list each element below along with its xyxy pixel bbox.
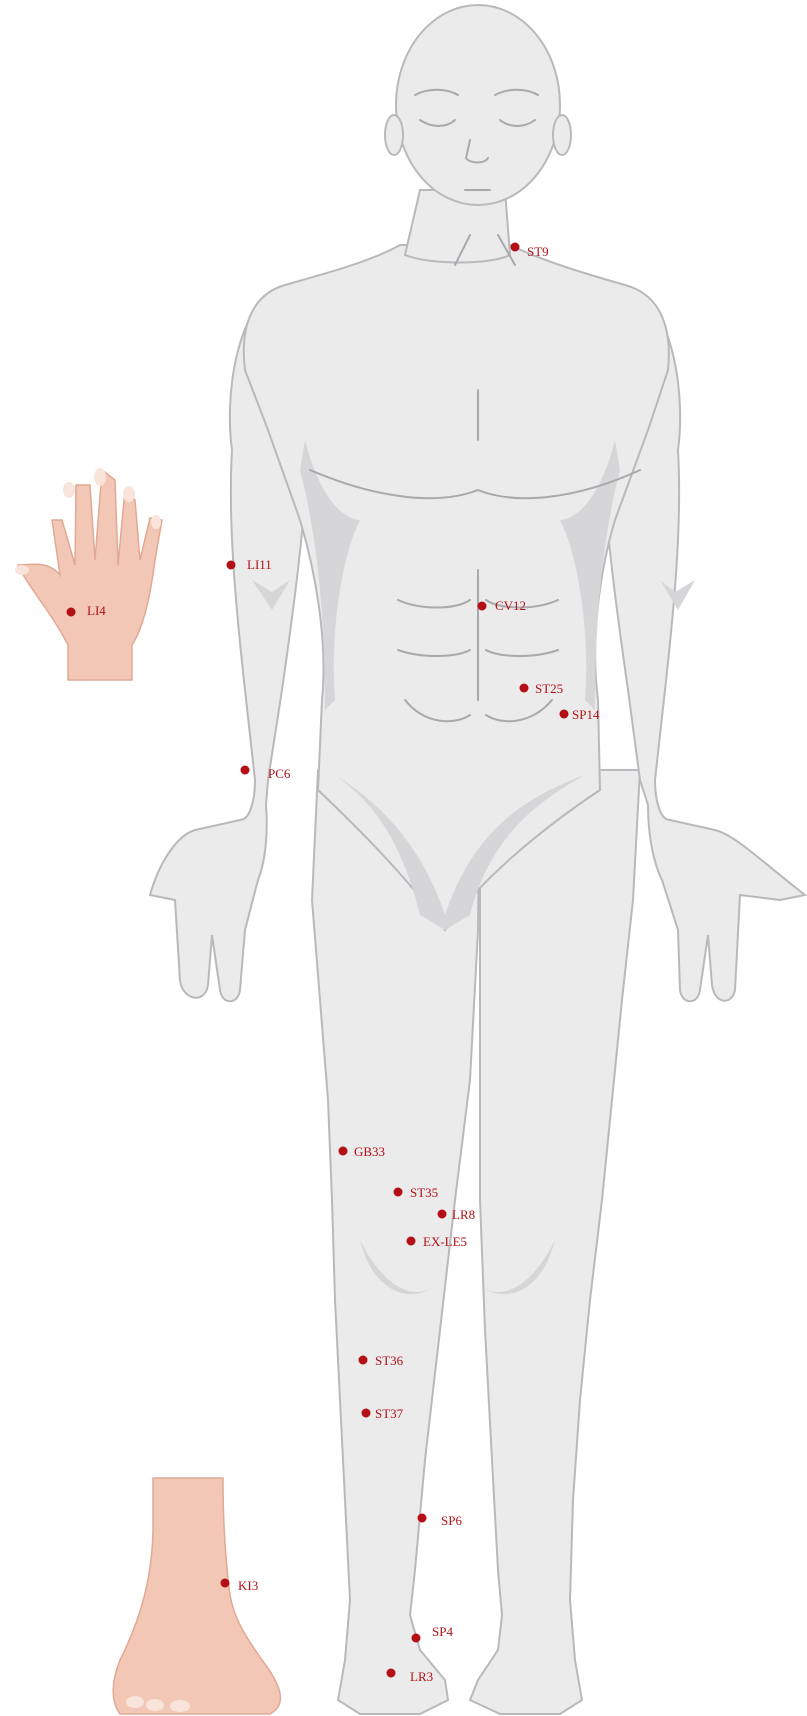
acupoint-label: SP4 — [432, 1624, 453, 1639]
hand-nail-5 — [15, 565, 29, 575]
acupoint-label: ST36 — [375, 1353, 404, 1368]
acupoint-dot — [394, 1188, 403, 1197]
acupoint-dot — [511, 243, 520, 252]
hand-nail-2 — [94, 468, 106, 486]
acupoint-label: PC6 — [268, 766, 291, 781]
hand-nail-1 — [63, 482, 75, 498]
acupoint-dot — [520, 684, 529, 693]
acupoint-label: GB33 — [354, 1144, 385, 1159]
acupoint-dot — [359, 1356, 368, 1365]
hand-inset — [18, 470, 162, 680]
acupoint-label: EX-LE5 — [423, 1234, 467, 1249]
acupoint-label: KI3 — [238, 1578, 258, 1593]
acupoint-dot — [362, 1409, 371, 1418]
acupoint-dot — [67, 608, 76, 617]
left-ear — [385, 115, 403, 155]
toe-2 — [146, 1699, 164, 1711]
acupoint-label: LR8 — [452, 1207, 475, 1222]
acupoint-dot — [241, 766, 250, 775]
toe-3 — [170, 1700, 190, 1712]
acupoint-dot — [339, 1147, 348, 1156]
acupoint-label: CV12 — [495, 598, 526, 613]
foot-shape — [113, 1478, 280, 1714]
acupoint-sp6: SP6 — [418, 1513, 463, 1528]
hand-nail-4 — [151, 515, 161, 529]
right-ear — [553, 115, 571, 155]
acupoint-label: LI11 — [247, 557, 272, 572]
acupoint-label: LI4 — [87, 603, 106, 618]
toe-1 — [126, 1696, 144, 1708]
right-leg — [470, 770, 640, 1714]
hand-nail-3 — [123, 486, 135, 502]
acupoint-dot — [227, 561, 236, 570]
acupoint-label: SP6 — [441, 1513, 462, 1528]
acupoint-label: ST37 — [375, 1406, 404, 1421]
acupoint-label: LR3 — [410, 1669, 433, 1684]
head — [396, 5, 560, 205]
acupoint-dot — [387, 1669, 396, 1678]
acupoint-dot — [221, 1579, 230, 1588]
acupoint-dot — [560, 710, 569, 719]
acupoint-dot — [407, 1237, 416, 1246]
acupoint-label: SP14 — [572, 707, 600, 722]
acupoint-label: ST9 — [527, 244, 549, 259]
acupoint-dot — [438, 1210, 447, 1219]
acupoint-dot — [478, 602, 487, 611]
foot-inset — [113, 1478, 280, 1714]
acupoint-dot — [412, 1634, 421, 1643]
hand-palm — [18, 470, 162, 680]
acupoint-label: ST25 — [535, 681, 563, 696]
acupoint-sp4: SP4 — [412, 1624, 454, 1643]
acupoint-dot — [418, 1514, 427, 1523]
acupoint-label: ST35 — [410, 1185, 438, 1200]
